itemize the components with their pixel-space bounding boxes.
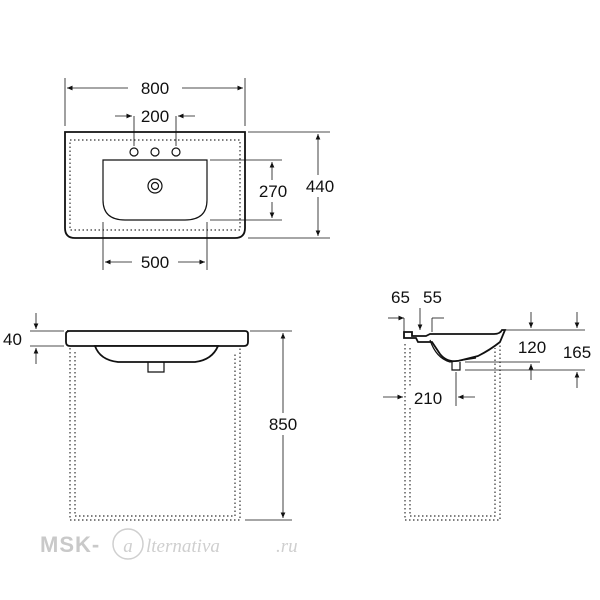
drain-outer bbox=[147, 178, 163, 194]
drain-offset-label: 210 bbox=[414, 389, 442, 408]
depth-label: 440 bbox=[306, 177, 334, 196]
watermark-brand-left: MSK- bbox=[40, 532, 100, 557]
side-view-drain bbox=[451, 362, 461, 371]
height-label: 850 bbox=[269, 415, 297, 434]
drain-inner bbox=[150, 181, 160, 191]
tap-hole-right bbox=[171, 147, 181, 157]
front-view-cabinet bbox=[69, 348, 241, 521]
bowl-width-label: 500 bbox=[141, 253, 169, 272]
bowl-depth-label: 120 bbox=[518, 338, 546, 357]
width-dimension-label: 800 bbox=[141, 79, 169, 98]
top-view-basin-outline bbox=[64, 131, 246, 239]
watermark: MSK- a lternativa .ru bbox=[40, 528, 298, 560]
front-view: 40 850 bbox=[3, 313, 306, 521]
watermark-logo-letter: a bbox=[123, 536, 133, 557]
basin-depth-label: 270 bbox=[259, 182, 287, 201]
front-view-bowl bbox=[93, 345, 220, 363]
side-view-basin-section bbox=[403, 329, 507, 363]
total-depth-label: 165 bbox=[563, 343, 591, 362]
top-view: 800 200 270 440 500 bbox=[64, 76, 342, 273]
offset-b-label: 55 bbox=[423, 288, 442, 307]
front-view-drain bbox=[147, 362, 165, 373]
front-view-top-slab bbox=[65, 330, 249, 347]
watermark-logo-icon bbox=[112, 528, 144, 560]
top-view-bowl bbox=[102, 159, 208, 221]
offset-a-label: 65 bbox=[391, 288, 410, 307]
tap-hole-center bbox=[150, 147, 160, 157]
tap-spacing-label: 200 bbox=[141, 107, 169, 126]
side-view: 65 55 120 165 210 bbox=[383, 288, 598, 521]
top-view-inner-rim bbox=[69, 139, 241, 231]
side-view-cabinet bbox=[404, 344, 501, 521]
watermark-domain: .ru bbox=[276, 536, 298, 557]
top-thickness-label: 40 bbox=[3, 330, 22, 349]
tap-hole-left bbox=[129, 147, 139, 157]
watermark-brand-right: lternativa bbox=[146, 536, 220, 557]
